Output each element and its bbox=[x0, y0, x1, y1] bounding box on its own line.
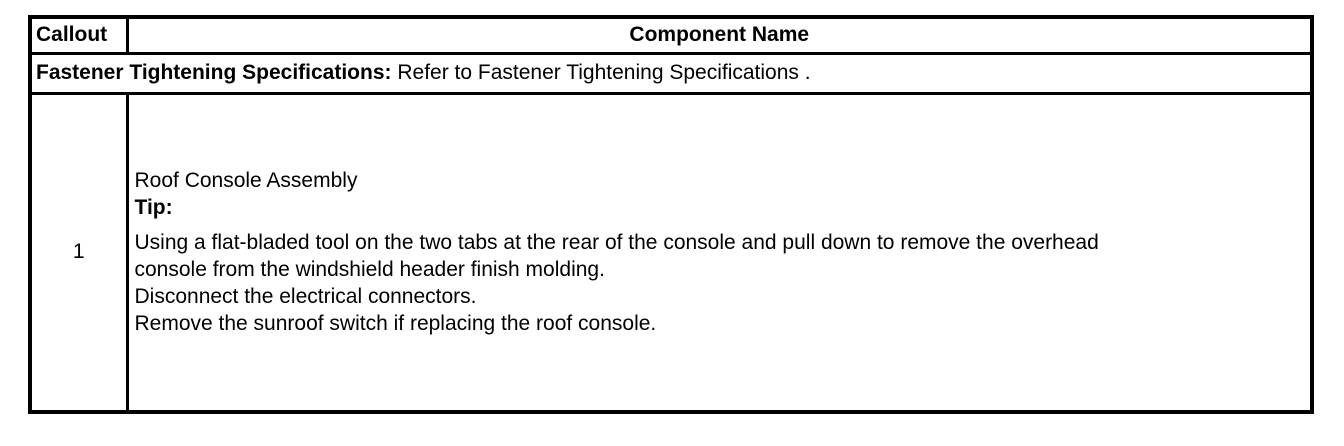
component-spec-table: Callout Component Name Fastener Tighteni… bbox=[28, 15, 1314, 414]
fastener-spec-text: Refer to Fastener Tightening Specificati… bbox=[397, 61, 811, 84]
fastener-spec-cell: Fastener Tightening Specifications: Refe… bbox=[28, 51, 1314, 95]
fastener-spec-label: Fastener Tightening Specifications: bbox=[36, 61, 392, 84]
component-title: Roof Console Assembly bbox=[134, 169, 358, 193]
tip-item: Using a flat-bladed tool on the two tabs… bbox=[134, 231, 1099, 282]
callout-number: 1 bbox=[28, 91, 129, 414]
table-row: 1 Roof Console Assembly Tip: Using a fla… bbox=[28, 91, 1314, 414]
callout-column-header: Callout bbox=[28, 15, 129, 55]
tip-item: Remove the sunroof switch if replacing t… bbox=[134, 312, 657, 336]
tip-label: Tip: bbox=[134, 196, 173, 220]
component-name-column-header: Component Name bbox=[125, 15, 1314, 55]
fastener-spec-row: Fastener Tightening Specifications: Refe… bbox=[28, 51, 1314, 95]
table-header-row: Callout Component Name bbox=[28, 15, 1314, 55]
tip-item: Disconnect the electrical connectors. bbox=[134, 285, 477, 309]
component-description-cell: Roof Console Assembly Tip: Using a flat-… bbox=[125, 91, 1314, 414]
